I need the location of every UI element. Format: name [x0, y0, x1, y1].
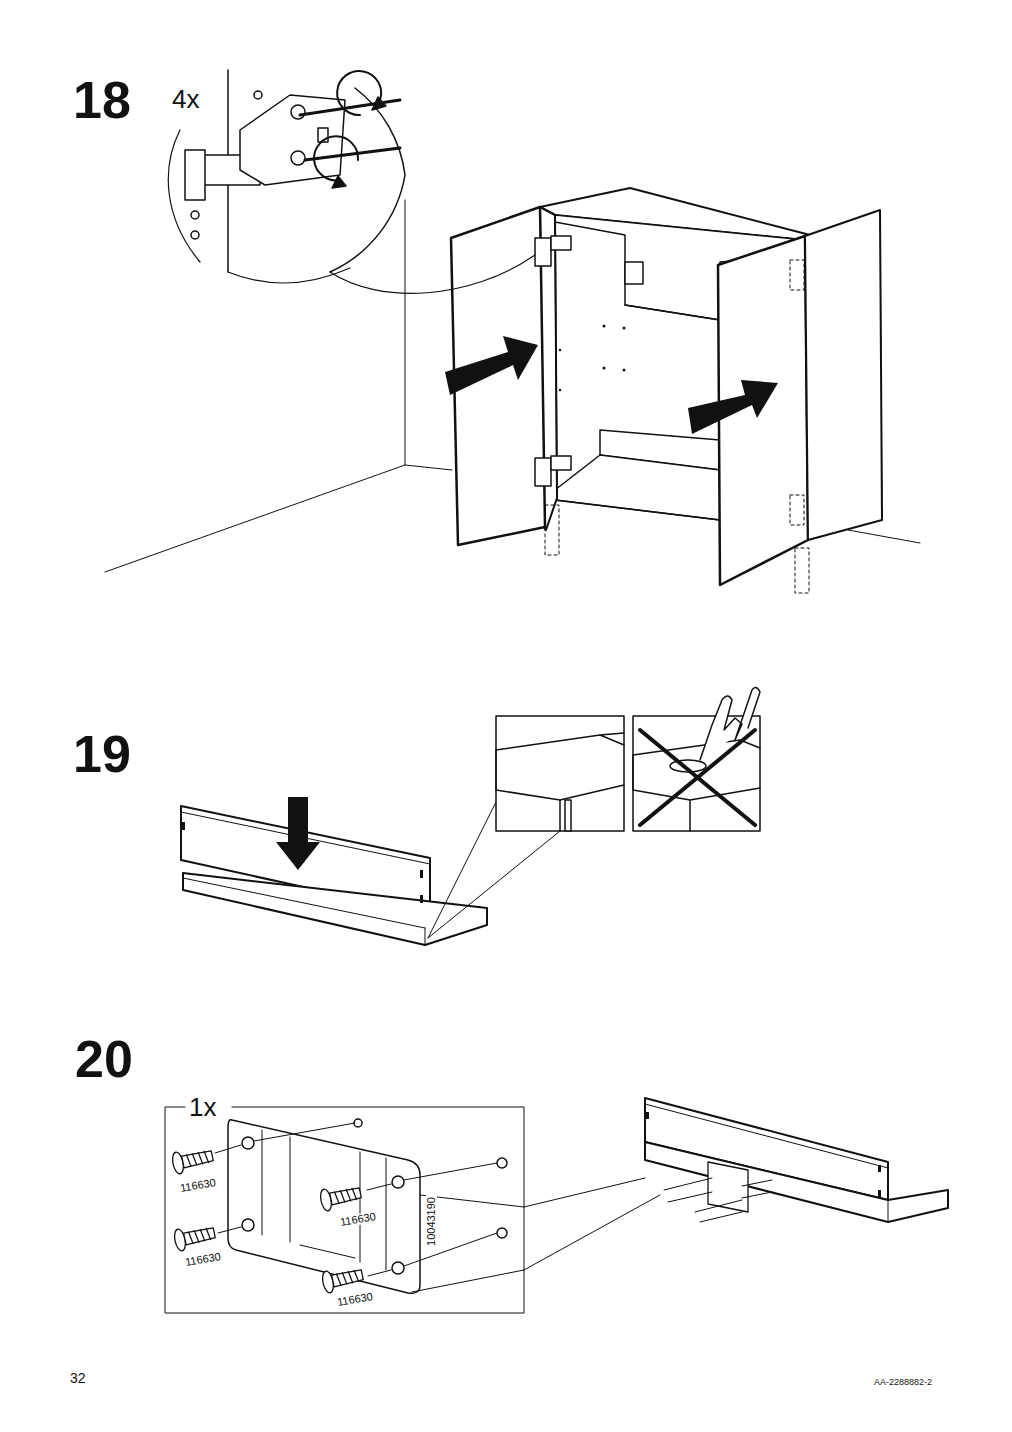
part-number: 10043190: [426, 1195, 437, 1248]
hinge-callout: [168, 70, 535, 293]
quantity: 1x: [189, 1094, 216, 1120]
document-code: AA-2288882-2: [872, 1378, 934, 1387]
part-number: 116630: [334, 1291, 375, 1309]
push-arrow: [445, 336, 538, 395]
push-arrow: [688, 380, 778, 434]
step-number: 20: [75, 1033, 133, 1085]
part-number: 116630: [182, 1251, 223, 1269]
detail-insets: [428, 687, 760, 938]
screw-inset: [165, 1107, 524, 1313]
down-arrow: [276, 797, 320, 870]
panel-pieces: [181, 806, 487, 945]
screws: [171, 1145, 365, 1294]
step-number: 19: [73, 728, 131, 780]
panel-assembly: [524, 1098, 948, 1270]
step-number: 18: [73, 74, 131, 126]
quantity: 4x: [172, 86, 199, 112]
cabinet: [451, 188, 882, 593]
part-number: 116630: [177, 1177, 218, 1195]
page-number: 32: [68, 1371, 88, 1385]
